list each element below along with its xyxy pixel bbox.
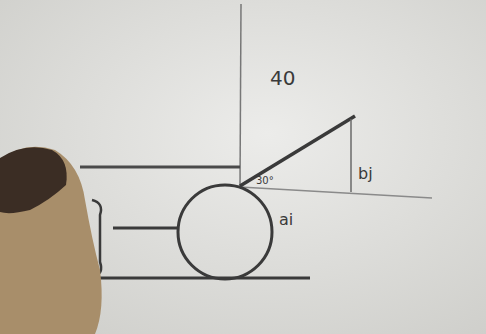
force-vector: [240, 116, 355, 186]
person-hair: [0, 147, 102, 334]
wheel-circle: [178, 185, 272, 279]
person-head: [0, 147, 67, 213]
top-rail: [80, 166, 240, 169]
vertical-component: [350, 119, 352, 192]
angle-label: 30°: [256, 176, 274, 186]
horizontal-axis: [240, 187, 432, 198]
component-label: ai: [279, 212, 293, 228]
ground-line: [95, 277, 310, 280]
axle-line: [113, 227, 178, 230]
magnitude-label: 40: [270, 68, 295, 88]
component-label: bj: [358, 166, 373, 182]
vertical-axis: [240, 4, 241, 186]
